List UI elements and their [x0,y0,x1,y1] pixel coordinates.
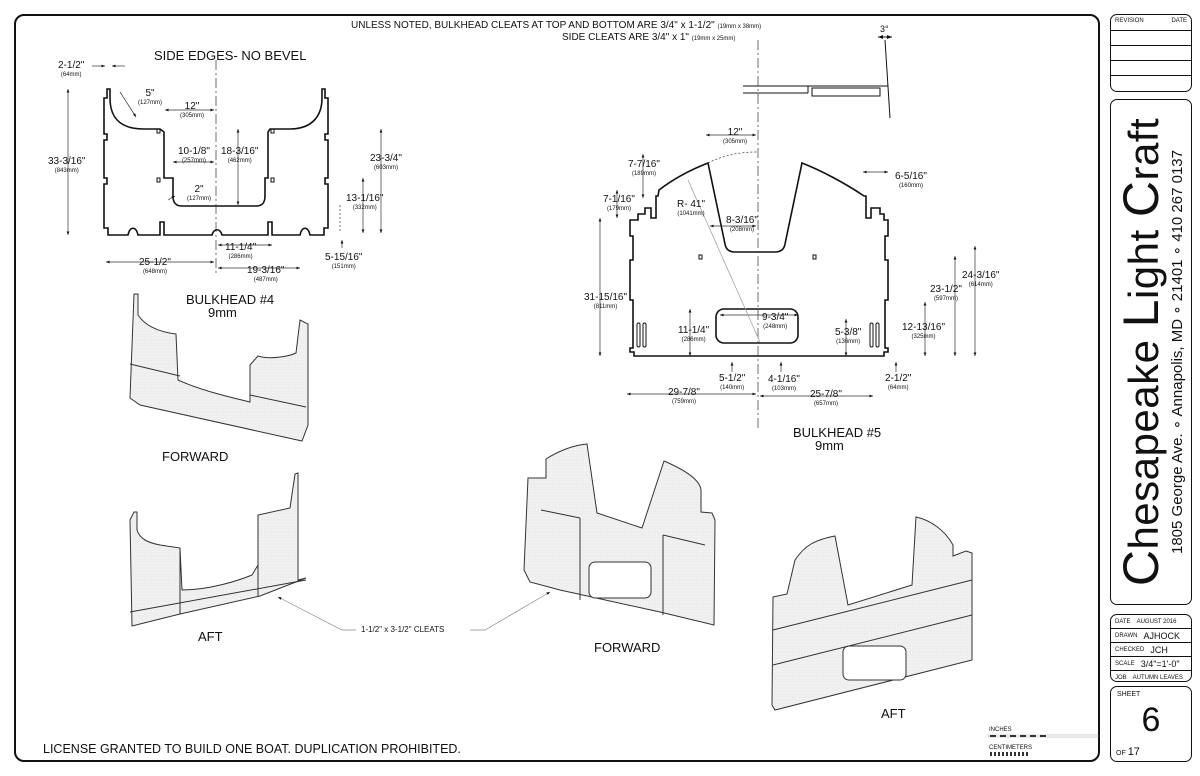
scale-centimeters-label: CENTIMETERS [989,745,1033,751]
date-value: AUGUST 2016 [1136,618,1177,625]
dim-b5-r41: R- 41"(1041mm) [677,199,706,218]
dim-b5-25-7-8: 25-7/8"(657mm) [810,389,842,408]
note-metric: (19mm x 38mm) [717,24,762,30]
dim-b4-12: 12"(305mm) [180,101,205,120]
scale-value: 3/4"=1'-0" [1140,658,1180,669]
bevel-detail [743,35,892,119]
drawing-border [14,14,1100,762]
bulkhead5-outline [629,161,889,357]
dim-b4-25-1-2: 25-1/2"(648mm) [139,257,171,276]
dim-b4-19-3-16: 19-3/16"(487mm) [247,265,285,284]
revision-row [1111,61,1191,76]
company-block: Chesapeake Light Craft 1805 George Ave. … [1110,99,1192,605]
bulkhead4-forward-iso [129,293,309,442]
sheet-label: SHEET [1117,691,1141,698]
general-note-2: SIDE CLEATS ARE 3/4" x 1" (19mm x 25mm) [562,33,735,43]
bulkhead4-aft-label: AFT [198,629,223,644]
bulkhead4-forward-label: FORWARD [162,449,229,464]
note-text: UNLESS NOTED, BULKHEAD CLEATS AT TOP AND… [351,20,715,31]
dim-b4-13-1-16: 13-1/16"(332mm) [346,193,384,212]
dim-b5-31-15-16: 31-15/16"(811mm) [584,292,628,311]
bulkhead4-thickness: 9mm [208,305,237,320]
dim-b5-23-1-2: 23-1/2"(597mm) [930,284,962,303]
dim-b5-5-3-8: 5-3/8"(136mm) [835,327,862,346]
general-note-1: UNLESS NOTED, BULKHEAD CLEATS AT TOP AND… [351,21,761,31]
dim-b5-24-3-16: 24-3/16"(614mm) [962,270,1000,289]
dim-b5-5-1-2: 5-1/2"(140mm) [719,373,746,392]
bulkhead5-title: BULKHEAD #5 [793,425,882,440]
dim-b5-12: 12"(305mm) [723,127,748,146]
revision-label: REVISION [1115,18,1144,24]
revision-row [1111,46,1191,61]
bevel-angle-label: 3° [880,24,889,34]
bulkhead5-thickness: 9mm [815,438,844,453]
dim-b4-5-15-16: 5-15/16"(151mm) [325,252,363,271]
bulkhead5-aft-iso [771,516,973,711]
bulkhead5-dimension-lines [598,40,977,430]
dim-b4-10-1-8: 10-1/8"(257mm) [178,146,210,165]
bulkhead4-title: BULKHEAD #4 [186,292,275,307]
bulkhead4-dimension-lines [66,60,383,275]
revision-date-label: DATE [1171,18,1187,24]
sheet-total: OF 17 [1116,746,1140,758]
dim-b4-2: 2"(127mm) [187,184,212,203]
job-value: AUTUMN LEAVES [1132,674,1183,681]
revision-block: REVISION DATE [1110,14,1192,92]
dim-b5-8-3-16: 8-3/16"(208mm) [726,215,758,234]
bulkhead5-aft-label: AFT [881,706,906,721]
dim-b5-12-13-16: 12-13/16"(325mm) [902,322,946,341]
license-notice: LICENSE GRANTED TO BUILD ONE BOAT. DUPLI… [43,742,461,756]
sheet-block: SHEET 6 OF 17 [1110,686,1192,762]
cleats-callout: 1-1/2" x 3-1/2" CLEATS [361,625,445,634]
dim-b5-7-1-16: 7-1/16"(179mm) [603,194,635,213]
bulkhead4-side-edges-heading: SIDE EDGES- NO BEVEL [154,48,307,63]
drawn-value: AJHOCK [1143,630,1180,641]
company-name: Chesapeake Light Craft [1113,117,1169,587]
note-text: SIDE CLEATS ARE 3/4" x 1" [562,32,689,43]
dim-b4-5: 5"(127mm) [138,88,163,107]
bulkhead4-outline [103,88,329,236]
dim-b4-18-3-16: 18-3/16"(462mm) [221,146,259,165]
dim-b5-9-3-4: 9-3/4"(248mm) [762,312,789,331]
bulkhead5-forward-label: FORWARD [594,640,661,655]
dim-b5-6-5-16: 6-5/16"(160mm) [895,171,927,190]
company-address: 1805 George Ave. ∘ Annapolis, MD ∘ 21401… [1169,150,1186,555]
cleats-leader-lines [277,591,551,631]
revision-row [1111,76,1191,90]
dim-b4-23-3-4: 23-3/4"(603mm) [370,153,402,172]
revision-header: REVISION DATE [1111,15,1191,31]
note-metric: (19mm x 25mm) [691,36,736,42]
dim-b5-4-1-16: 4-1/16"(103mm) [768,374,800,393]
dim-b4-33-3-16: 33-3/16"(843mm) [48,156,86,175]
revision-row [1111,31,1191,46]
dim-b5-7-7-16: 7-7/16"(189mm) [628,159,660,178]
sheet-number: 6 [1141,701,1161,739]
bulkhead4-aft-iso [129,472,307,627]
dim-b4-2-1-2: 2-1/2"(64mm) [58,60,85,79]
checked-value: JCH [1150,644,1168,655]
dim-b4-11-1-4: 11-1/4"(286mm) [225,242,257,261]
bulkhead5-slots [636,254,880,348]
dim-b5-2-1-2: 2-1/2"(64mm) [885,373,912,392]
bulkhead4-small-holes [156,128,275,183]
dim-b5-29-7-8: 29-7/8"(759mm) [668,387,700,406]
dim-b5-11-1-4: 11-1/4"(286mm) [678,325,710,344]
scale-bar [987,734,1099,756]
scale-inches-label: INCHES [989,727,1012,733]
bulkhead5-forward-iso [523,443,716,626]
